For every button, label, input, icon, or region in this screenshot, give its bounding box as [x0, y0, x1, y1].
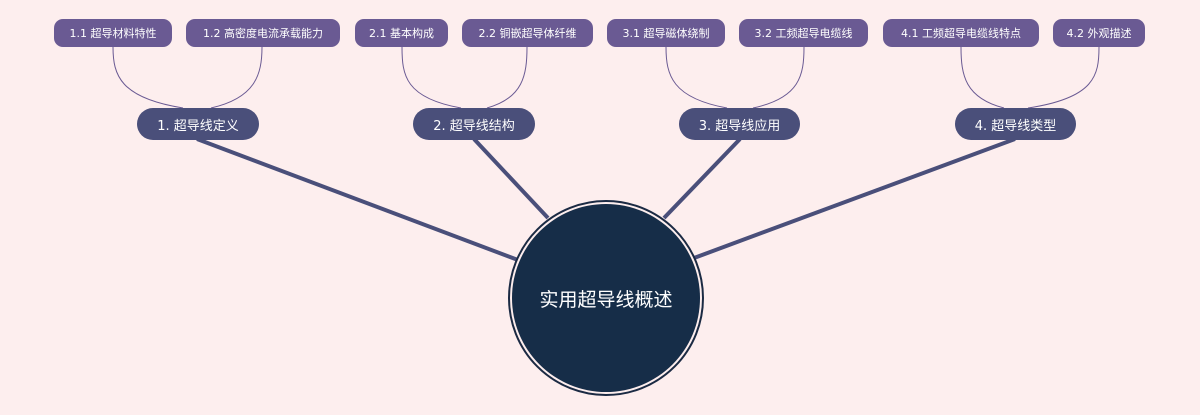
link-branch-2-sub-1 — [401, 46, 462, 109]
branch-1[interactable]: 1. 超导线定义 — [137, 108, 259, 140]
link-branch-1-sub-1 — [112, 46, 184, 109]
subtopic-1-2[interactable]: 1.2 高密度电流承载能力 — [186, 19, 340, 47]
link-root-branch-1 — [196, 137, 519, 262]
branch-3[interactable]: 3. 超导线应用 — [679, 108, 800, 140]
subtopic-3-1[interactable]: 3.1 超导磁体绕制 — [607, 19, 725, 47]
root-node[interactable]: 实用超导线概述 — [512, 204, 700, 392]
link-root-branch-2 — [472, 137, 550, 220]
link-branch-4-sub-2 — [1027, 46, 1100, 109]
link-branch-3-sub-2 — [752, 46, 805, 109]
branch-2[interactable]: 2. 超导线结构 — [413, 108, 535, 140]
subtopic-2-2[interactable]: 2.2 铜嵌超导体纤维 — [462, 19, 593, 47]
subtopic-2-1[interactable]: 2.1 基本构成 — [355, 19, 448, 47]
subtopic-3-2[interactable]: 3.2 工频超导电缆线 — [739, 19, 868, 47]
link-branch-3-sub-1 — [665, 46, 728, 109]
subtopic-4-2[interactable]: 4.2 外观描述 — [1053, 19, 1145, 47]
link-root-branch-4 — [693, 137, 1016, 260]
subtopic-1-1[interactable]: 1.1 超导材料特性 — [54, 19, 172, 47]
branch-4[interactable]: 4. 超导线类型 — [955, 108, 1076, 140]
link-branch-1-sub-2 — [210, 46, 263, 109]
link-branch-2-sub-2 — [486, 46, 528, 109]
link-branch-4-sub-1 — [960, 46, 1005, 109]
subtopic-4-1[interactable]: 4.1 工频超导电缆线特点 — [883, 19, 1039, 47]
link-root-branch-3 — [662, 137, 742, 220]
